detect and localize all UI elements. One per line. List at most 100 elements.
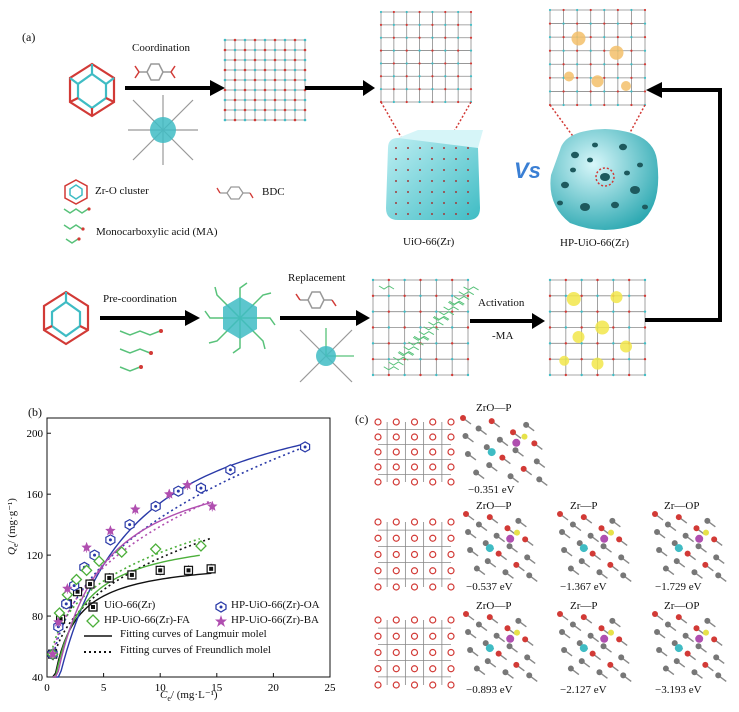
y-axis-label: Qe/ (mg·g⁻¹): [6, 498, 21, 555]
energy-label-2-2: −1.367 eV: [560, 581, 607, 593]
x-tick-label: 20: [268, 682, 280, 694]
zr-o-cluster-icon: [68, 62, 116, 118]
energy-label-3-1: −0.893 eV: [466, 684, 513, 696]
activation-label: Activation: [478, 297, 525, 309]
data-point: [80, 564, 93, 577]
legend-marker-hexagon-icon: [215, 601, 227, 613]
minus-ma-label: -MA: [492, 330, 514, 342]
uio-crystal-cube: [386, 130, 483, 220]
legend-zr-label: Zr-O cluster: [95, 185, 149, 197]
bond-label-2-2: Zr—P: [570, 500, 598, 512]
legend-hp-oa: HP-UiO-66(Zr)-OA: [231, 599, 320, 611]
coordination-label: Coordination: [132, 42, 191, 54]
replaced-cluster-icon: [299, 328, 354, 383]
data-point: [183, 565, 194, 575]
vs-label: Vs: [514, 158, 541, 183]
data-point: [207, 500, 218, 511]
legend-line-solid: [84, 635, 112, 637]
data-point: [81, 542, 92, 552]
data-point: [47, 648, 58, 660]
legend-line-dotted: [84, 651, 112, 653]
legend-hp-ba: HP-UiO-66(Zr)-BA: [231, 614, 319, 626]
arrow-icon: [470, 313, 545, 329]
data-point: [225, 464, 236, 476]
data-point: [53, 621, 64, 633]
adsorption-site-2-2: [557, 511, 632, 582]
data-point: [130, 503, 141, 514]
legend-marker-star-icon: [215, 615, 227, 627]
y-tick-label: 200: [27, 428, 44, 440]
data-point: [115, 546, 128, 558]
ma-framework-structure: [371, 278, 479, 377]
data-point: [150, 500, 161, 513]
data-point: [206, 564, 216, 574]
energy-label-1-1: −0.351 eV: [468, 484, 515, 496]
bond-label-2-3: Zr—OP: [664, 500, 700, 512]
legend-freundlich: Fitting curves of Freundlich molel: [120, 644, 271, 656]
data-point: [61, 588, 74, 601]
connector-arrow-icon: [645, 82, 722, 322]
adsorption-site-2-3: [652, 511, 727, 582]
x-tick-label: 25: [325, 682, 337, 694]
data-point: [164, 488, 175, 499]
data-point: [70, 573, 83, 586]
coordinated-cluster-icon: [128, 95, 198, 165]
zr-o-cluster-icon: [42, 290, 90, 346]
framework-model-2: [374, 518, 455, 591]
data-point: [55, 614, 66, 624]
x-axis-label: Ce/ (mg·L⁻¹): [160, 689, 218, 704]
data-point: [149, 543, 162, 555]
data-point: [62, 599, 72, 609]
data-point: [173, 485, 184, 497]
data-point: [195, 482, 207, 494]
ma-molecules-icon: [119, 329, 163, 372]
data-point: [61, 598, 72, 610]
arrow-icon: [280, 310, 370, 326]
data-point: [195, 540, 207, 552]
hp-name-label: HP-UiO-66(Zr): [560, 237, 630, 249]
energy-label-3-2: −2.127 eV: [560, 684, 607, 696]
data-point: [53, 607, 66, 619]
hp-zoom-structure: [548, 8, 647, 107]
energy-label-3-3: −3.193 eV: [655, 684, 702, 696]
framework-model-1: [374, 418, 455, 486]
y-tick-label: 40: [32, 672, 44, 684]
legend-marker-square-icon: [88, 602, 98, 612]
data-point: [124, 518, 135, 531]
data-point: [93, 555, 105, 568]
legend-bdc-label: BDC: [262, 186, 285, 198]
data-point: [104, 573, 114, 583]
legend-hp-fa: HP-UiO-66(Zr)-FA: [104, 614, 190, 626]
panel-a-label: (a): [22, 30, 36, 44]
panel-c-label: (c): [355, 412, 369, 426]
pre-coordination-label: Pre-coordination: [103, 293, 177, 305]
bond-label-3-1: ZrO—P: [476, 600, 512, 612]
uio-framework-grid: [223, 38, 307, 122]
langmuir-fit-line: [52, 443, 305, 678]
data-point: [53, 616, 64, 627]
data-point: [69, 579, 80, 592]
bond-label-3-2: Zr—P: [570, 600, 598, 612]
adsorption-site-3-3: [652, 611, 727, 682]
data-point: [47, 648, 58, 659]
x-tick-label: 5: [101, 682, 107, 694]
data-point: [62, 583, 73, 594]
bdc-molecule-icon: [295, 291, 337, 309]
data-point: [299, 441, 311, 453]
replacement-label: Replacement: [288, 272, 346, 284]
data-point: [182, 479, 193, 490]
adsorption-site-2-1: [463, 511, 538, 582]
hp-framework-structure: [548, 278, 647, 377]
hp-uio-crystal: [550, 129, 659, 230]
data-point: [79, 561, 90, 573]
ma-legend-icon: [63, 207, 91, 244]
data-point: [48, 649, 58, 659]
x-tick-label: 0: [44, 682, 50, 694]
bond-label-3-3: Zr—OP: [664, 600, 700, 612]
legend-langmuir: Fitting curves of Langmuir molel: [120, 628, 267, 640]
legend-uio: UiO-66(Zr): [104, 599, 156, 611]
arrow-icon: [100, 310, 200, 326]
framework-model-3: [374, 616, 455, 689]
data-point: [155, 565, 165, 575]
data-point: [46, 648, 59, 661]
